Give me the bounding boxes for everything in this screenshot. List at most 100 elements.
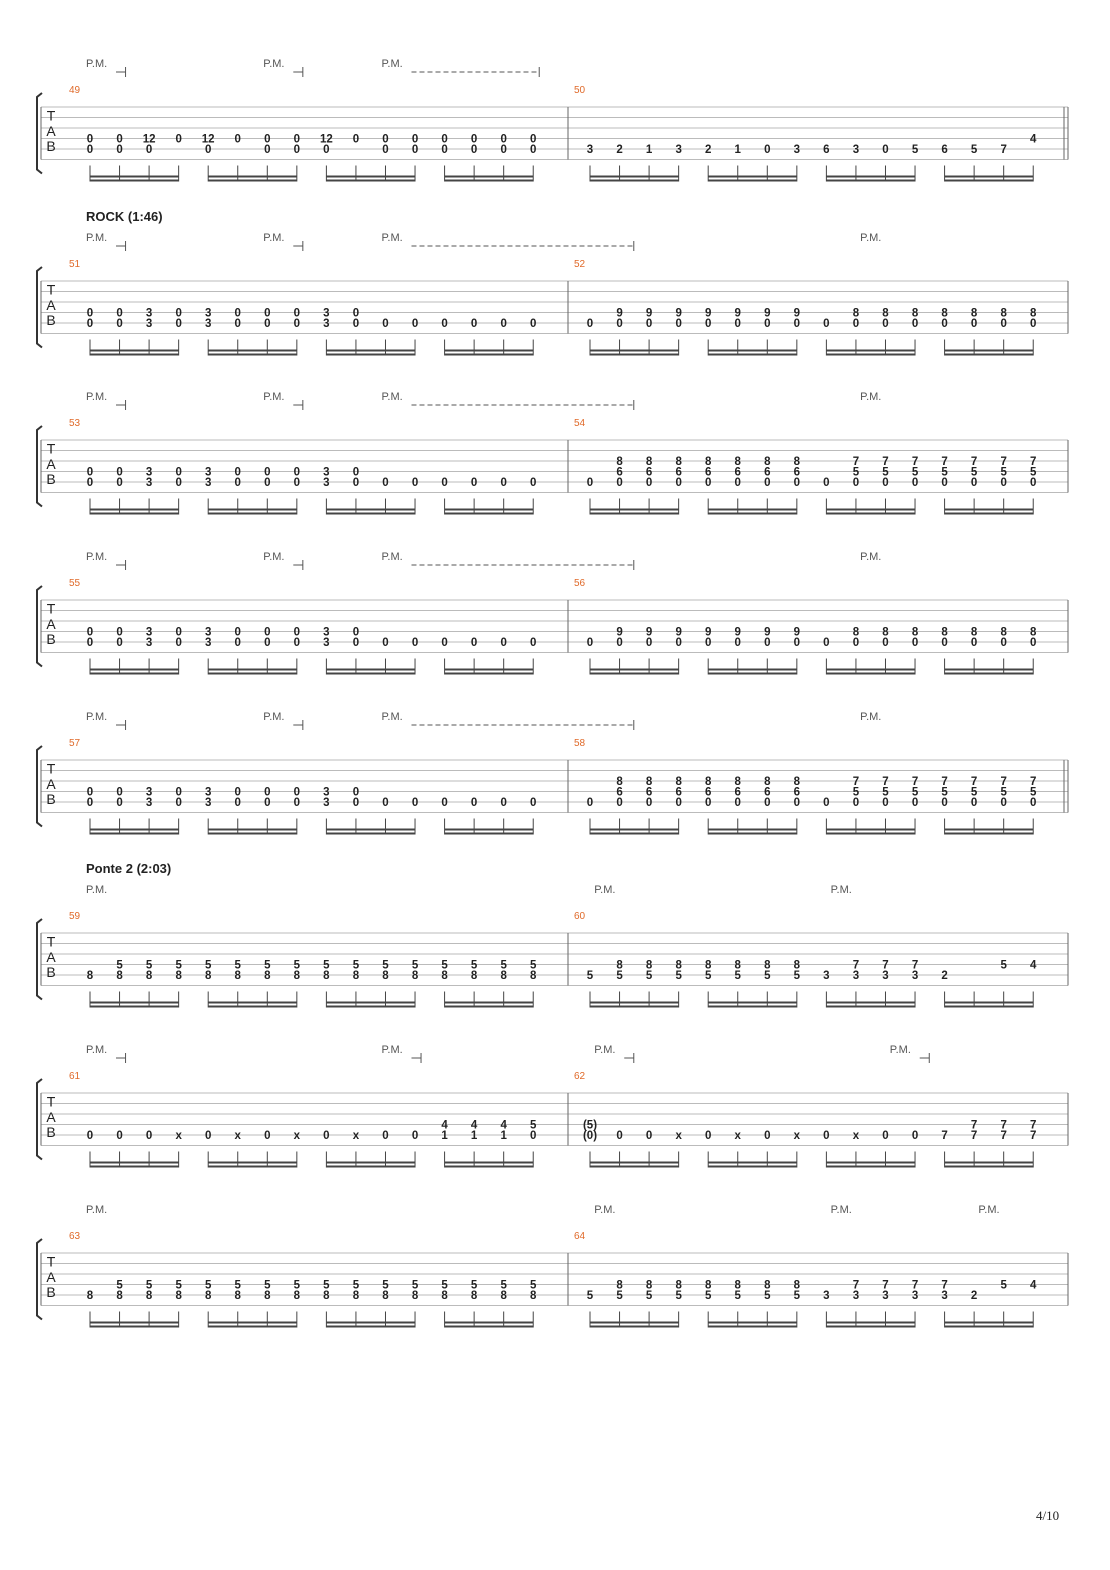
tab-clef-t: T	[47, 934, 56, 950]
tab-note: 0	[823, 637, 829, 649]
tab-clef-b: B	[46, 471, 55, 487]
tab-note: 5	[882, 787, 889, 799]
tab-note: 0	[441, 477, 447, 489]
system-bracket	[36, 1238, 43, 1321]
tab-note: 7	[1000, 456, 1006, 468]
tab-note: 8	[705, 456, 712, 468]
palm-mute-label: P.M.	[860, 232, 881, 244]
tab-note: 7	[882, 456, 888, 468]
tab-note: 0	[794, 318, 800, 330]
tab-note: x	[853, 1130, 860, 1142]
tab-note: x	[353, 1130, 360, 1142]
tab-note: 5	[941, 787, 948, 799]
tab-note: 0	[353, 797, 359, 809]
tab-note: 4	[1030, 960, 1037, 972]
measure-number: 58	[574, 738, 586, 749]
tab-note: 0	[882, 637, 888, 649]
tab-note: 0	[675, 318, 681, 330]
tab-note: 8	[264, 1290, 271, 1302]
tab-note: 0	[587, 318, 593, 330]
tab-note: 3	[941, 1290, 947, 1302]
tab-note: 4	[441, 1120, 448, 1132]
tab-note: 8	[87, 970, 94, 982]
tab-clef-b: B	[46, 1124, 55, 1140]
tab-note: 8	[500, 1290, 507, 1302]
tab-note: 0	[175, 637, 181, 649]
palm-mute-label: P.M.	[263, 232, 284, 244]
tab-note: 8	[794, 960, 801, 972]
tab-note: 9	[616, 627, 622, 639]
tab-note: 5	[441, 1280, 448, 1292]
measure-number: 53	[69, 418, 81, 429]
tab-note: 8	[794, 776, 801, 788]
tab-note: 8	[116, 970, 123, 982]
tab-note: 0	[264, 797, 270, 809]
tab-note: 0	[116, 134, 122, 146]
tab-note: 7	[912, 960, 918, 972]
tab-note: 8	[912, 308, 919, 320]
tab-note: 6	[646, 467, 652, 479]
tab-note: 7	[941, 1280, 947, 1292]
tab-note: 0	[823, 318, 829, 330]
tab-clef-t: T	[47, 441, 56, 457]
tab-note: 8	[412, 970, 419, 982]
tab-note: 3	[853, 144, 859, 156]
section-label: ROCK (1:46)	[86, 209, 163, 224]
tab-note: 3	[587, 144, 593, 156]
tab-clef-t: T	[47, 1094, 56, 1110]
tab-note: 12	[202, 134, 215, 146]
tab-note: 8	[882, 627, 889, 639]
tab-note: 0	[264, 787, 270, 799]
tab-note: 5	[616, 970, 623, 982]
tab-note: 0	[441, 797, 447, 809]
tab-note: 5	[175, 1280, 182, 1292]
tab-note: 0	[87, 797, 93, 809]
tab-note: 8	[616, 960, 623, 972]
tab-note: 0	[412, 318, 418, 330]
measure-number: 49	[69, 85, 81, 96]
tab-note: 5	[412, 1280, 419, 1292]
tab-note: 0	[116, 1130, 122, 1142]
tab-note: 0	[205, 1130, 211, 1142]
tab-note: 0	[587, 477, 593, 489]
palm-mute-label: P.M.	[86, 58, 107, 70]
tab-note: 8	[735, 776, 742, 788]
tab-note: 5	[471, 960, 478, 972]
tab-note: 7	[912, 1280, 918, 1292]
tab-note: 0	[530, 637, 536, 649]
tab-note: 0	[323, 1130, 329, 1142]
tab-note: 8	[646, 776, 653, 788]
tab-note: 0	[87, 308, 93, 320]
tab-note: 7	[941, 456, 947, 468]
palm-mute-label: P.M.	[860, 711, 881, 723]
tab-note: 5	[323, 960, 330, 972]
tab-note: 8	[794, 1280, 801, 1292]
tab-note: 5	[235, 1280, 242, 1292]
tab-note: 8	[87, 1290, 94, 1302]
tab-note: 8	[616, 456, 623, 468]
tab-note: 0	[941, 477, 947, 489]
tab-note: 8	[530, 970, 537, 982]
tab-note: 8	[735, 960, 742, 972]
tab-note: 0	[587, 637, 593, 649]
tab-note: 5	[882, 467, 889, 479]
tab-note: 0	[235, 477, 241, 489]
tab-note: 0	[175, 627, 181, 639]
tab-note: 0	[941, 318, 947, 330]
tab-note: 8	[1030, 627, 1037, 639]
tab-note: 0	[941, 797, 947, 809]
tab-note: 8	[764, 776, 771, 788]
tab-note: 5	[116, 1280, 123, 1292]
tab-note: 8	[616, 1280, 623, 1292]
tab-note: 0	[294, 787, 300, 799]
tab-note: 0	[1000, 318, 1006, 330]
tab-note: 7	[941, 1130, 947, 1142]
tab-note: 8	[971, 627, 978, 639]
tab-note: 5	[1030, 467, 1037, 479]
tab-note: 0	[616, 318, 622, 330]
palm-mute-label: P.M.	[263, 711, 284, 723]
tab-note: 0	[353, 787, 359, 799]
tab-note: 3	[882, 1290, 888, 1302]
tab-note: 0	[116, 477, 122, 489]
